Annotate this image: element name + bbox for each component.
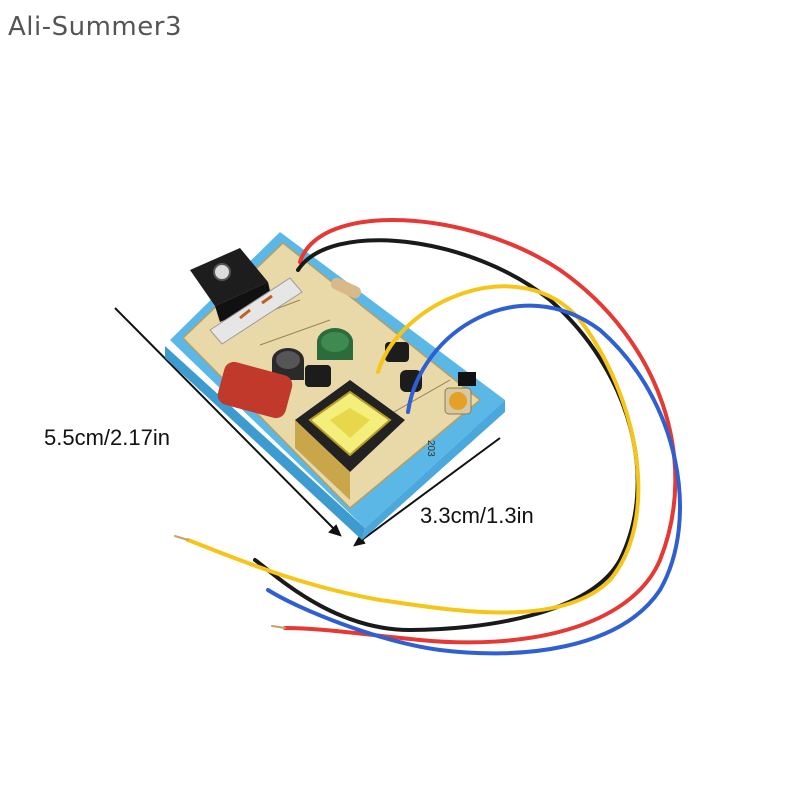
watermark: Ali-Summer3 [8,12,182,42]
wire-black [253,238,640,633]
power-transistor [190,248,272,322]
film-capacitor-red [217,361,293,419]
silkscreen-label: 203 [425,440,436,457]
electrolytic-capacitor-green [317,328,353,360]
transformer [295,380,405,500]
switch-component [458,372,476,386]
trimmer-potentiometer [444,387,472,415]
wire-red [271,218,678,645]
resistor-small [330,277,362,299]
wire-blue [266,303,682,656]
resistor-white [209,277,303,345]
width-dimension-label: 3.3cm/1.3in [420,503,534,528]
length-dimension-label: 5.5cm/2.17in [44,425,170,450]
wire-yellow [174,284,641,615]
dimension-line-length [114,307,342,537]
